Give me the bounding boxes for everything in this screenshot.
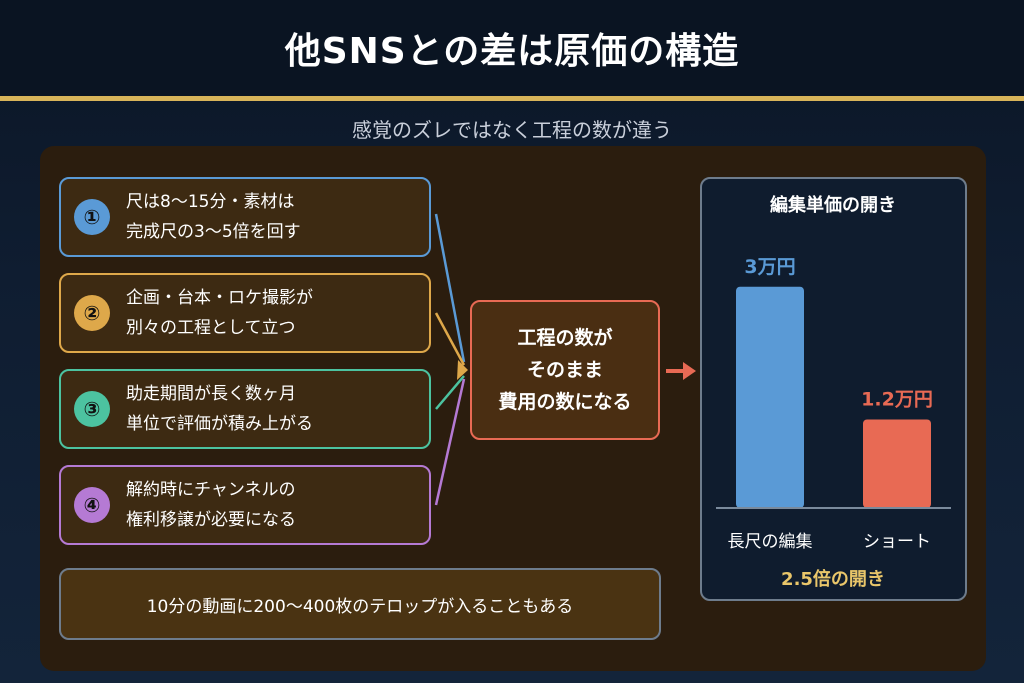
factor-line: 権利移譲が必要になる [126, 510, 296, 530]
factor-text: 解約時にチャンネルの 権利移譲が必要になる [126, 475, 296, 535]
factor-line: 助走期間が長く数ヶ月 [126, 384, 296, 404]
factor-line: 別々の工程として立つ [126, 318, 296, 338]
factor-line: 解約時にチャンネルの [126, 480, 296, 500]
factor-line: 単位で評価が積み上がる [126, 414, 313, 434]
bar-value-label: 3万円 [744, 256, 795, 278]
result-box: 工程の数が そのまま 費用の数になる [470, 300, 660, 440]
bar-value-label: 1.2万円 [861, 389, 933, 411]
result-line: 工程の数が [517, 327, 613, 349]
connector-line-1 [434, 213, 466, 363]
chart-annotation: 2.5倍の開き [781, 568, 885, 590]
connector-line-3 [435, 375, 465, 410]
chart-bar [863, 419, 931, 508]
header-divider [0, 96, 1024, 101]
factor-item-4: ④ 解約時にチャンネルの 権利移譲が必要になる [59, 465, 431, 545]
chart-title: 編集単価の開き [770, 194, 896, 216]
note-box: 10分の動画に200〜400枚のテロップが入ることもある [59, 568, 661, 640]
factor-number-badge: ① [74, 199, 110, 235]
category-label: 長尺の編集 [728, 532, 813, 552]
factor-line: 企画・台本・ロケ撮影が [126, 288, 313, 308]
factor-line: 完成尺の3〜5倍を回す [126, 222, 301, 242]
factor-item-3: ③ 助走期間が長く数ヶ月 単位で評価が積み上がる [59, 369, 431, 449]
merge-arrowhead [457, 360, 468, 380]
factor-item-2: ② 企画・台本・ロケ撮影が 別々の工程として立つ [59, 273, 431, 353]
factor-number-badge: ② [74, 295, 110, 331]
chart-bar [736, 286, 804, 508]
result-line: 費用の数になる [498, 391, 632, 413]
page-title: 他SNSとの差は原価の構造 [284, 31, 740, 72]
factor-text: 助走期間が長く数ヶ月 単位で評価が積み上がる [126, 379, 313, 439]
connector-line-2 [434, 312, 466, 366]
result-line: そのまま [526, 359, 603, 381]
category-label: ショート [863, 532, 931, 552]
connector-line-4 [434, 378, 466, 506]
factor-number-badge: ③ [74, 391, 110, 427]
factor-number-badge: ④ [74, 487, 110, 523]
factor-line: 尺は8〜15分・素材は [126, 192, 295, 212]
factor-text: 企画・台本・ロケ撮影が 別々の工程として立つ [126, 283, 313, 343]
note-text: 10分の動画に200〜400枚のテロップが入ることもある [146, 596, 574, 617]
page-subtitle: 感覚のズレではなく工程の数が違う [352, 118, 672, 142]
header-bar: 他SNSとの差は原価の構造 [0, 0, 1024, 96]
result-arrowhead [683, 362, 696, 380]
factor-item-1: ① 尺は8〜15分・素材は 完成尺の3〜5倍を回す [59, 177, 431, 257]
factor-text: 尺は8〜15分・素材は 完成尺の3〜5倍を回す [126, 187, 301, 247]
